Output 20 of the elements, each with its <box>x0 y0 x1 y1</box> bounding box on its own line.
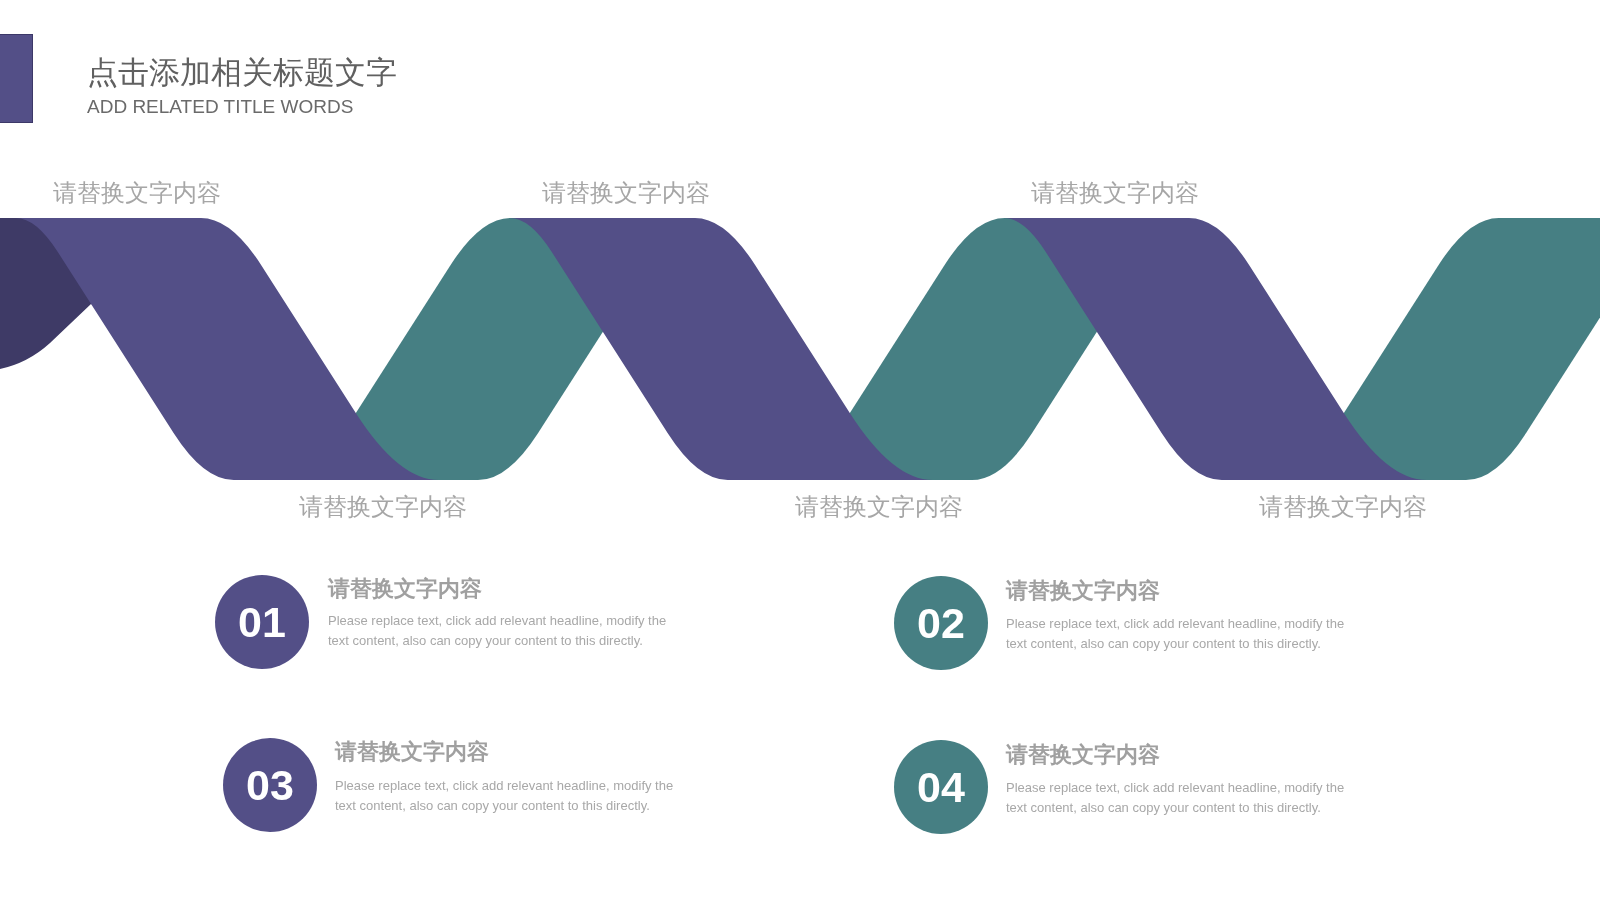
label-text: 请替换文字内容 <box>53 181 221 205</box>
number-circle: 02 <box>894 576 988 670</box>
subtitle: ADD RELATED TITLE WORDS <box>87 97 354 116</box>
heading: 请替换文字内容 <box>1006 744 1160 766</box>
body-text: Please replace text, click add relevant headline, modify the text content, also can copy your content to this directly. <box>335 777 675 816</box>
label-text: 请替换文字内容 <box>542 181 710 205</box>
heading: 请替换文字内容 <box>335 741 489 763</box>
heading: 请替换文字内容 <box>328 578 482 600</box>
title: 点击添加相关标题文字 <box>87 57 397 88</box>
label-text: 请替换文字内容 <box>1031 181 1199 205</box>
label-text: 请替换文字内容 <box>795 495 963 519</box>
label-text: 请替换文字内容 <box>1259 495 1427 519</box>
number-circle: 01 <box>215 575 309 669</box>
body-text: Please replace text, click add relevant headline, modify the text content, also can copy your content to this directly. <box>1006 779 1346 818</box>
heading: 请替换文字内容 <box>1006 580 1160 602</box>
label-text: 请替换文字内容 <box>299 495 467 519</box>
number-circle: 04 <box>894 740 988 834</box>
body-text: Please replace text, click add relevant headline, modify the text content, also can copy your content to this directly. <box>328 612 668 651</box>
number-circle: 03 <box>223 738 317 832</box>
body-text: Please replace text, click add relevant headline, modify the text content, also can copy your content to this directly. <box>1006 615 1346 654</box>
